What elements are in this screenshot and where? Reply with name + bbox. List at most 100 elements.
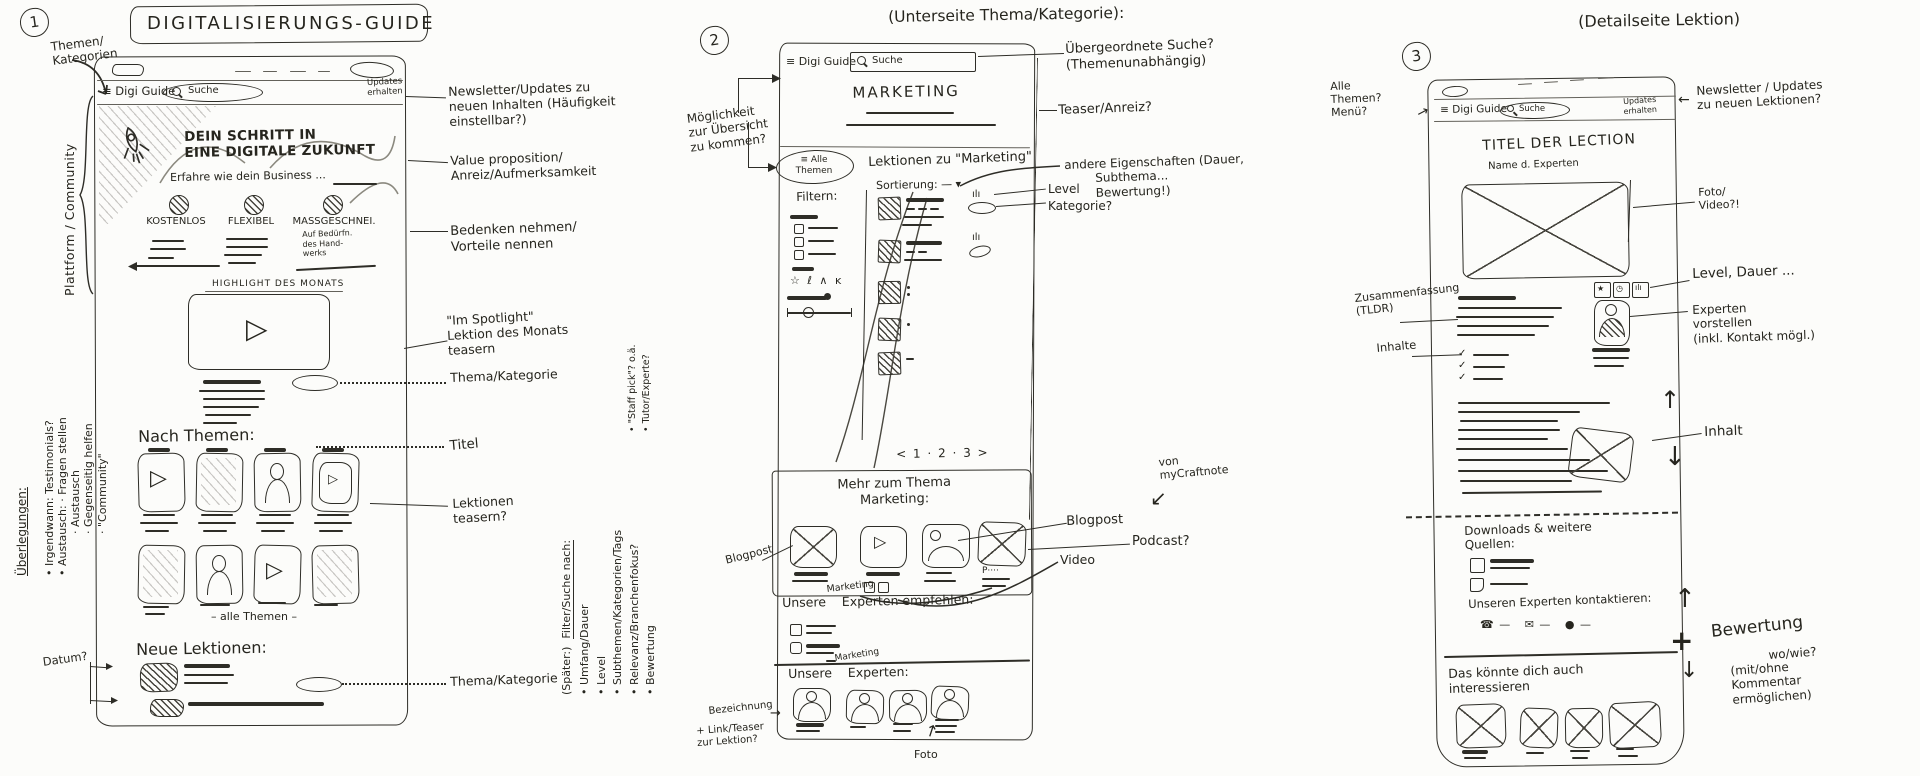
search-label: Suche bbox=[1519, 104, 1546, 114]
lesson-thumb bbox=[150, 699, 184, 717]
skeleton-line bbox=[906, 241, 942, 245]
updates-link: Updates erhalten bbox=[366, 76, 403, 99]
elbow-line bbox=[738, 79, 739, 113]
annotation-newsletter: Newsletter/Updates zu neuen Inhalten (Hä… bbox=[448, 79, 616, 129]
play-icon: ▷ bbox=[246, 312, 268, 345]
annotation-datum: Datum? bbox=[41, 648, 89, 669]
meta-badge bbox=[1594, 282, 1611, 298]
elbow-line bbox=[748, 122, 749, 168]
skeleton-line bbox=[792, 580, 828, 582]
clock-icon: ◷ bbox=[1616, 284, 1623, 293]
benefit-icon bbox=[169, 195, 189, 215]
arrow-down-left-icon: ↙ bbox=[1150, 486, 1167, 510]
arrow-up-icon: ↑ bbox=[1660, 386, 1681, 414]
search-label: Suche bbox=[872, 55, 903, 66]
expert-card bbox=[793, 688, 831, 722]
annotation-bewertung: Bewertung bbox=[1710, 612, 1805, 642]
connector-line bbox=[404, 340, 448, 349]
search-icon bbox=[172, 87, 181, 96]
expert-head bbox=[1605, 304, 1617, 316]
panel-number-badge: 1 bbox=[18, 6, 51, 39]
skeleton-line bbox=[1458, 470, 1608, 472]
benefit-label-flexibel: FLEXIBEL bbox=[227, 216, 275, 227]
slider-handle bbox=[824, 293, 831, 300]
carousel-arrow-line bbox=[136, 265, 220, 267]
arrowhead bbox=[772, 74, 781, 83]
annotation-inhalt: Inhalt bbox=[1704, 422, 1743, 440]
expert-head bbox=[806, 691, 817, 702]
tag-box bbox=[864, 582, 875, 593]
skeleton-line bbox=[792, 267, 814, 271]
panel-home: 1 DIGITALISIERUNGS-GUIDE Themen/ Kategor… bbox=[0, 0, 660, 776]
skeleton-line bbox=[902, 224, 932, 226]
connector-line bbox=[410, 231, 448, 232]
skeleton-line bbox=[228, 262, 256, 264]
skeleton-line bbox=[806, 644, 840, 648]
dot bbox=[907, 286, 910, 289]
person-icon bbox=[202, 552, 235, 596]
annotation-uebergeordnete-suche: Übergeordnete Suche? (Themenunabhängig) bbox=[1065, 36, 1215, 73]
panel-lektion-detail: 3 (Detailseite Lektion) ≡ Digi Guide Suc… bbox=[1330, 0, 1920, 776]
category-pill bbox=[292, 375, 338, 391]
skeleton-line bbox=[1457, 325, 1549, 327]
skeleton-line bbox=[205, 414, 251, 416]
filtern-heading: Filtern: bbox=[796, 188, 838, 204]
search-icon bbox=[857, 56, 866, 65]
skeleton-line bbox=[256, 522, 294, 524]
skeleton-line bbox=[150, 248, 186, 250]
skeleton-line bbox=[1570, 750, 1590, 752]
search-label: Suche bbox=[188, 85, 219, 96]
skeleton-line bbox=[203, 530, 227, 532]
blogpost-card bbox=[790, 526, 837, 568]
search-box bbox=[850, 52, 976, 72]
skeleton-dash bbox=[906, 208, 915, 210]
checkbox bbox=[790, 624, 802, 636]
skeleton-line bbox=[904, 259, 942, 261]
alle-themen-link: – alle Themen – bbox=[210, 610, 298, 623]
benefit-sub-text: Auf Bedürfn. des Hand- werks bbox=[302, 228, 353, 259]
annotation-filter-suche: (Später:)Filter/Suche nach: • Umfang/Dau… bbox=[542, 327, 676, 695]
hero-media-placeholder bbox=[1461, 181, 1630, 280]
hero-subtitle-line bbox=[333, 183, 377, 185]
level-icon: ılı bbox=[972, 232, 981, 243]
skeleton-line bbox=[796, 730, 820, 732]
skeleton-line bbox=[259, 514, 291, 516]
lesson-thumb bbox=[877, 351, 902, 376]
arrow-down-icon: ↓ bbox=[1680, 658, 1699, 683]
card-tab bbox=[322, 448, 344, 452]
skeleton-line bbox=[796, 723, 824, 727]
skeleton-line bbox=[935, 719, 959, 721]
arrowhead bbox=[768, 163, 777, 172]
meta-badge bbox=[1613, 282, 1630, 298]
skeleton-dash bbox=[918, 208, 927, 210]
inner-thumb bbox=[319, 462, 352, 504]
annotation-titel: Titel bbox=[449, 435, 480, 454]
skeleton-line bbox=[145, 530, 169, 532]
skeleton-line bbox=[261, 530, 285, 532]
panel-number-badge: 3 bbox=[1400, 40, 1433, 73]
ueberlegungen-title: Überlegungen: bbox=[15, 487, 30, 576]
elbow-line bbox=[748, 167, 772, 168]
skeleton-line bbox=[319, 530, 343, 532]
skeleton-line bbox=[224, 254, 262, 256]
skeleton-line bbox=[184, 674, 234, 676]
skeleton-line bbox=[199, 390, 265, 392]
annotation-eigenschaften: andere Eigenschaften (Dauer, Subthema...… bbox=[1064, 151, 1245, 201]
annotation-newsletter: Newsletter / Updates zu neuen Lektionen? bbox=[1696, 77, 1823, 113]
annotation-inhalte: Inhalte bbox=[1375, 337, 1417, 355]
arrowhead bbox=[106, 663, 113, 670]
skeleton-line bbox=[145, 613, 165, 615]
annotation-foto-video: Foto/ Video?! bbox=[1698, 185, 1740, 213]
meta-badge bbox=[1632, 282, 1649, 298]
skeleton-line bbox=[143, 606, 169, 608]
checkbox bbox=[790, 642, 802, 654]
slider-tick bbox=[787, 308, 788, 317]
skeleton-line bbox=[1458, 429, 1560, 431]
skeleton-dash bbox=[918, 251, 927, 253]
skeleton-line bbox=[935, 731, 955, 733]
plus-icon: + bbox=[1670, 624, 1694, 657]
star-icon: ★ bbox=[1597, 284, 1605, 293]
benefit-icon bbox=[323, 195, 343, 215]
skeleton-line bbox=[1526, 752, 1544, 754]
